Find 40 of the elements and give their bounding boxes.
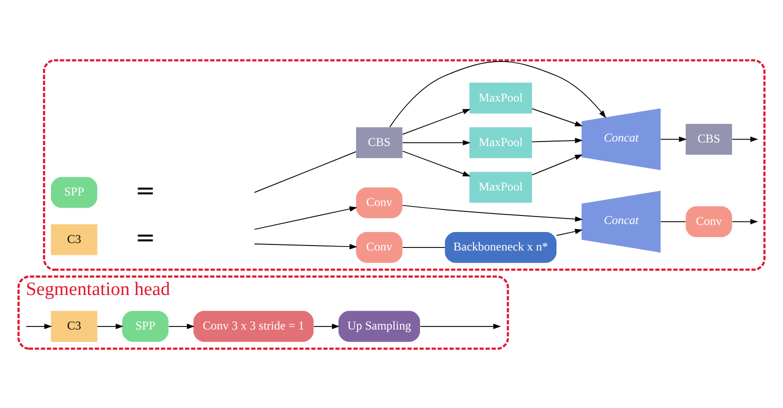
arrow bbox=[402, 139, 471, 145]
arrow bbox=[402, 108, 471, 134]
node-box: MaxPool bbox=[469, 171, 532, 202]
node-box: C3 bbox=[50, 224, 98, 255]
connector bbox=[660, 220, 686, 222]
arrow bbox=[532, 108, 583, 126]
arrow bbox=[96, 323, 124, 329]
arrow bbox=[732, 218, 758, 224]
node-box: Conv bbox=[686, 206, 732, 237]
connector bbox=[402, 246, 446, 248]
node-box: Up Sampling bbox=[338, 310, 420, 342]
connector bbox=[254, 150, 356, 192]
arrow bbox=[389, 60, 606, 127]
arrow bbox=[532, 137, 583, 143]
label: = bbox=[135, 223, 156, 252]
arrow bbox=[254, 206, 358, 230]
node-box: CBS bbox=[356, 126, 402, 158]
node-box: Concat bbox=[582, 190, 661, 252]
node-box: MaxPool bbox=[469, 126, 532, 158]
node-box: Conv bbox=[356, 231, 402, 262]
node-box: SPP bbox=[122, 310, 169, 342]
arrow bbox=[402, 150, 471, 176]
node-box: Conv bbox=[356, 186, 402, 218]
arrow bbox=[313, 323, 340, 329]
arrow bbox=[532, 154, 583, 175]
arrow bbox=[402, 204, 583, 222]
arrow bbox=[168, 323, 195, 329]
node-box: Conv 3 x 3 stride = 1 bbox=[193, 310, 314, 342]
arrow bbox=[732, 136, 758, 142]
arrow bbox=[556, 228, 583, 236]
arrow bbox=[254, 243, 358, 249]
label: = bbox=[135, 176, 156, 204]
arrow bbox=[26, 323, 52, 329]
node-box: Backboneneck x n* bbox=[444, 231, 556, 262]
arrow bbox=[660, 136, 687, 142]
arrow bbox=[420, 323, 502, 329]
node-box: MaxPool bbox=[469, 82, 532, 114]
node-box: SPP bbox=[50, 176, 98, 208]
node-box: C3 bbox=[50, 310, 98, 342]
node-box: CBS bbox=[686, 123, 732, 154]
